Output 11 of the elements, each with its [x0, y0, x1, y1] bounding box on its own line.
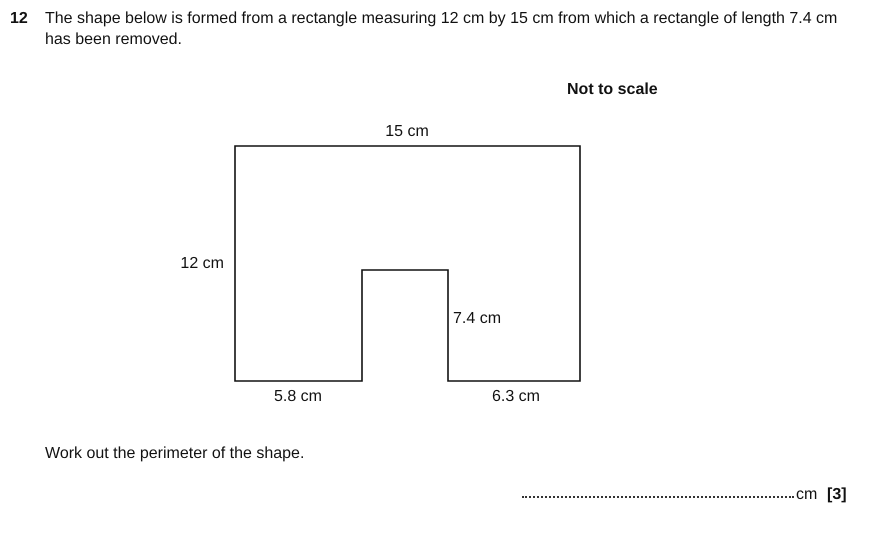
dimension-label: 6.3 cm	[490, 387, 541, 407]
scale-note: Not to scale	[567, 80, 658, 100]
dimension-label: 15 cm	[384, 122, 430, 142]
instruction-text: Work out the perimeter of the shape.	[45, 444, 304, 464]
dimension-label: 12 cm	[179, 254, 224, 274]
question-number: 12	[10, 9, 28, 29]
dimension-label: 7.4 cm	[453, 309, 502, 329]
marks-label: [3]	[827, 485, 847, 505]
question-text: The shape below is formed from a rectangle measuring 12 cm by 15 cm from which a rectangle of length 7.4 cm has been removed.	[45, 9, 838, 50]
unit-label: cm	[796, 485, 818, 505]
dimension-label: 5.8 cm	[272, 387, 323, 407]
